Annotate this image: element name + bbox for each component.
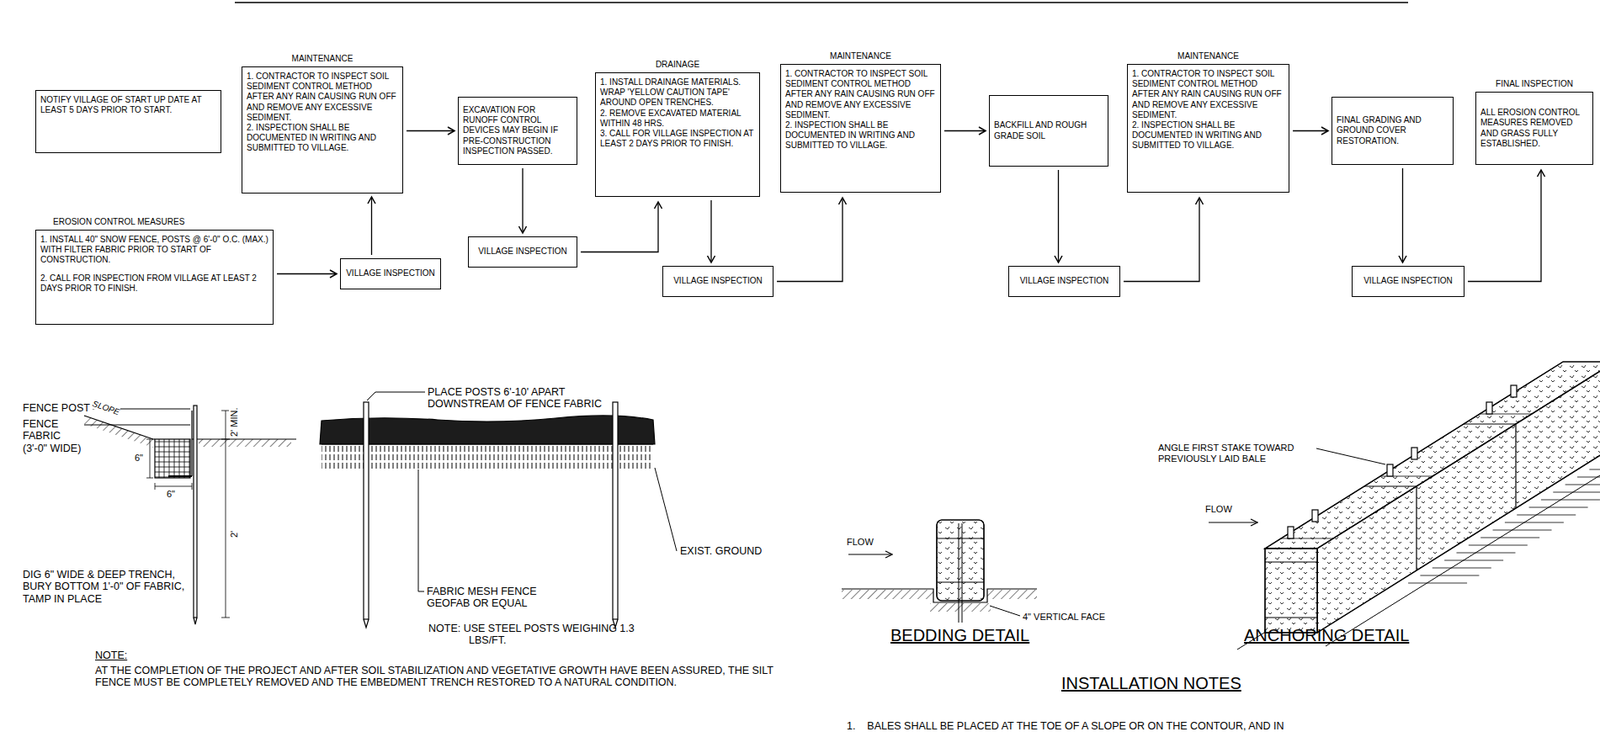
inspection-box: VILLAGE INSPECTION: [1351, 265, 1465, 298]
notice-box: NOTIFY VILLAGE OF START UP DATE AT LEAST…: [35, 90, 222, 154]
flow-label: FLOW: [1205, 504, 1233, 516]
box-text: 1. CONTRACTOR TO INSPECT SOIL SEDIMENT C…: [1132, 69, 1285, 121]
inspection-box: VILLAGE INSPECTION: [467, 236, 578, 268]
box-text: 1. CONTRACTOR TO INSPECT SOIL SEDIMENT C…: [246, 71, 399, 123]
callout-note: ANGLE FIRST STAKE TOWARD PREVIOUSLY LAID…: [1158, 442, 1319, 464]
callout-note: 4" VERTICAL FACE: [1022, 611, 1106, 623]
box-text: 2. INSPECTION SHALL BE DOCUMENTED IN WRI…: [785, 120, 936, 152]
flow-arrow: [944, 130, 986, 132]
box-text: 1. INSTALL 40" SNOW FENCE, POSTS @ 6'-0"…: [40, 234, 269, 266]
callout-note: PLACE POSTS 6'-10' APART DOWNSTREAM OF F…: [427, 386, 630, 411]
dimension: 6": [166, 489, 176, 500]
box-text: 2. INSPECTION SHALL BE DOCUMENTED IN WRI…: [1132, 120, 1285, 152]
part-label: FENCE FABRIC (3'-0" WIDE): [22, 418, 84, 455]
detail-title: BEDDING DETAIL: [890, 626, 1030, 646]
flow-arrow: [710, 200, 712, 263]
backfill-box: BACKFILL AND ROUGH GRADE SOIL: [988, 95, 1109, 167]
flow-arrow: [1402, 168, 1404, 263]
note: 1. BALES SHALL BE PLACED AT THE TOE OF A…: [846, 720, 1285, 733]
box-heading: MAINTENANCE: [1127, 51, 1289, 62]
box-heading: EROSION CONTROL MEASURES: [53, 217, 185, 228]
instruction-note: DIG 6" WIDE & DEEP TRENCH, BURY BOTTOM 1…: [22, 568, 192, 606]
flow-arrow: [1467, 170, 1542, 282]
box-text: 1. INSTALL DRAINAGE MATERIALS. WRAP 'YEL…: [600, 77, 755, 109]
box-text: 2. INSPECTION SHALL BE DOCUMENTED IN WRI…: [246, 122, 399, 155]
final-inspection-box: FINAL INSPECTIONALL EROSION CONTROL MEAS…: [1475, 91, 1594, 165]
box-text: VILLAGE INSPECTION: [345, 268, 436, 279]
box-heading: MAINTENANCE: [781, 51, 941, 62]
box-text: VILLAGE INSPECTION: [667, 276, 769, 287]
drainage-box: DRAINAGE1. INSTALL DRAINAGE MATERIALS. W…: [595, 72, 761, 197]
box-text: 2. REMOVE EXCAVATED MATERIAL WITHIN 48 H…: [600, 108, 755, 129]
box-text: BACKFILL AND ROUGH GRADE SOIL: [994, 120, 1104, 141]
box-heading: MAINTENANCE: [242, 53, 403, 64]
flow-label: FLOW: [846, 536, 874, 548]
box-text: 1. CONTRACTOR TO INSPECT SOIL SEDIMENT C…: [785, 69, 936, 121]
box-text: ALL EROSION CONTROL MEASURES REMOVED AND…: [1480, 107, 1589, 149]
box-text: EXCAVATION FOR RUNOFF CONTROL DEVICES MA…: [462, 105, 573, 157]
measures-box: EROSION CONTROL MEASURES1. INSTALL 40" S…: [35, 229, 274, 325]
excavation-box: EXCAVATION FOR RUNOFF CONTROL DEVICES MA…: [457, 96, 578, 165]
grading-box: FINAL GRADING AND GROUND COVER RESTORATI…: [1331, 96, 1454, 165]
flow-arrow: [1123, 197, 1200, 282]
inspection-box: VILLAGE INSPECTION: [1008, 265, 1121, 298]
flow-arrow: [521, 168, 523, 234]
bale-anchoring-detail: [1208, 361, 1600, 650]
dimension: 2' MIN.: [228, 407, 240, 439]
note: AT THE COMPLETION OF THE PROJECT AND AFT…: [95, 664, 803, 690]
detail-title: ANCHORING DETAIL: [1243, 626, 1409, 646]
box-text: FINAL GRADING AND GROUND COVER RESTORATI…: [1336, 115, 1449, 147]
box-text: VILLAGE INSPECTION: [1013, 276, 1116, 287]
box-text: 2. CALL FOR INSPECTION FROM VILLAGE AT L…: [40, 273, 269, 294]
part-label: EXIST. GROUND: [680, 545, 762, 558]
maintenance-box: MAINTENANCE1. CONTRACTOR TO INSPECT SOIL…: [780, 63, 941, 193]
box-text: 3. CALL FOR VILLAGE INSPECTION AT LEAST …: [600, 128, 755, 149]
title-rule: [234, 2, 1409, 4]
part-label: FENCE POST: [22, 402, 91, 415]
box-text: NOTIFY VILLAGE OF START UP DATE AT LEAST…: [40, 95, 217, 116]
dimension: 2': [228, 530, 240, 539]
inspection-box: VILLAGE INSPECTION: [662, 265, 774, 298]
box-text: VILLAGE INSPECTION: [473, 246, 573, 257]
box-heading: FINAL INSPECTION: [1476, 79, 1593, 90]
slope-label: SLOPE: [90, 398, 121, 418]
flow-arrow: [580, 201, 659, 253]
flow-arrow: [371, 196, 373, 256]
maintenance-box: MAINTENANCE1. CONTRACTOR TO INSPECT SOIL…: [1126, 63, 1290, 193]
part-label: FABRIC MESH FENCE GEOFAB OR EQUAL: [426, 585, 570, 611]
flow-arrow: [1057, 170, 1059, 263]
note-heading: NOTE:: [95, 649, 128, 662]
notes-heading: INSTALLATION NOTES: [1061, 674, 1242, 694]
note: NOTE: USE STEEL POSTS WEIGHING 1.3 LBS/F…: [428, 622, 654, 648]
bale-bedding-detail: [841, 520, 1037, 623]
flow-arrow: [276, 273, 337, 275]
maintenance-box: MAINTENANCE1. CONTRACTOR TO INSPECT SOIL…: [241, 66, 404, 194]
box-text: VILLAGE INSPECTION: [1356, 276, 1460, 287]
inspection-box: VILLAGE INSPECTION: [340, 258, 442, 290]
flow-arrow: [406, 130, 455, 132]
dimension: 6": [134, 452, 144, 464]
silt-fence-elevation: [319, 392, 677, 628]
flow-arrow: [1292, 130, 1329, 132]
box-heading: DRAINAGE: [595, 59, 760, 70]
flow-arrow: [776, 197, 843, 282]
